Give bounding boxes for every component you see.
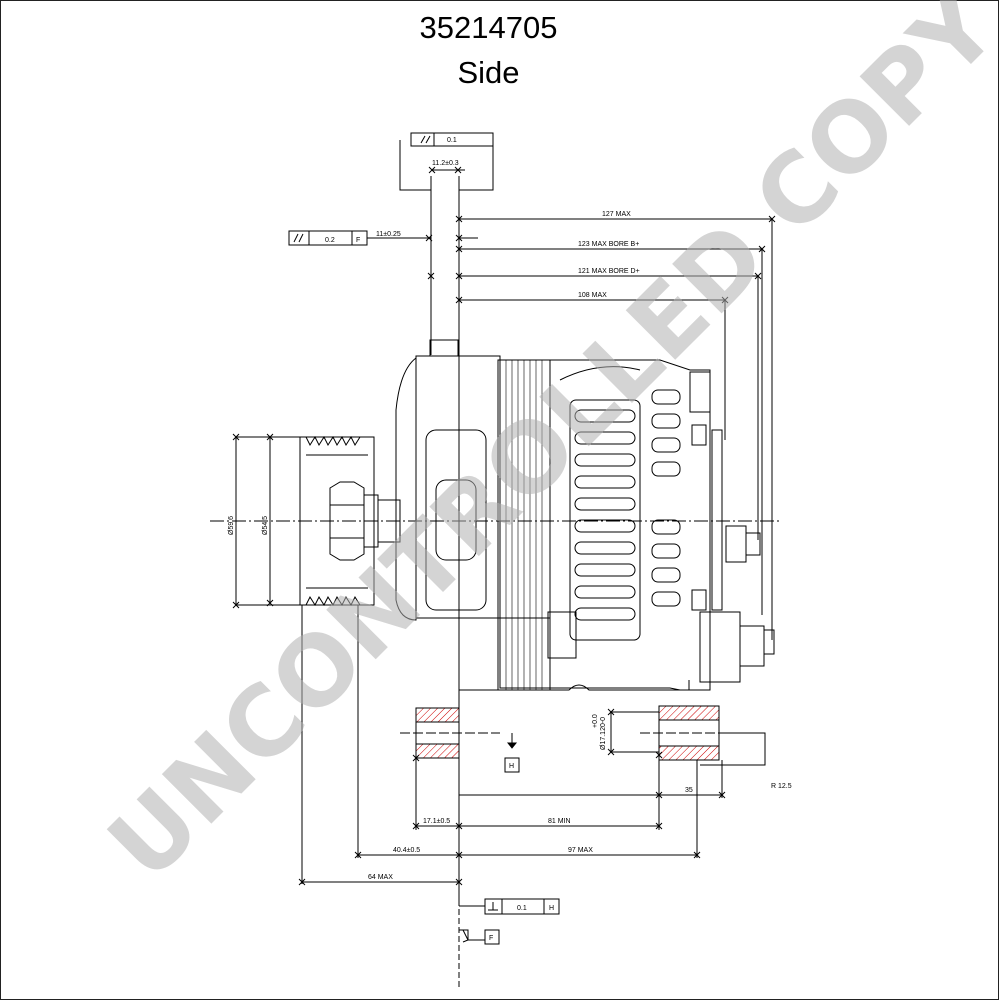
stator-lamination — [505, 360, 543, 690]
dim-dia-outer: Ø59.6 — [228, 516, 235, 535]
tolerance-frame-top — [399, 132, 494, 191]
tol-bottom-datum: H — [549, 905, 554, 912]
datum-h-label: H — [509, 763, 514, 770]
dim-radius: R 12.5 — [771, 783, 792, 790]
dim-11-markers — [425, 234, 478, 242]
watermark: UNCONTROLLED COPY — [87, 0, 999, 901]
dim-40-4: 40.4±0.5 — [393, 847, 420, 854]
tol-top-value: 0.1 — [447, 137, 457, 144]
reference-lines — [430, 176, 460, 990]
dim-17-1: 17.1±0.5 — [423, 818, 450, 825]
pulley-diameters — [232, 433, 300, 609]
dim-11-2: 11.2±0.3 — [432, 160, 459, 167]
dim-127: 127 MAX — [602, 211, 631, 218]
dim-dia-inner: Ø54.5 — [262, 516, 269, 535]
length-dimensions-top — [427, 215, 776, 640]
dim-64: 64 MAX — [368, 874, 393, 881]
dim-11-2-arrows — [428, 166, 465, 174]
dim-121: 121 MAX BORE D+ — [578, 268, 640, 275]
mounting-bore-left — [400, 707, 500, 762]
tolerance-frame-bottom — [459, 898, 560, 945]
tolerance-frame-left — [288, 230, 431, 246]
datum-f-label: F — [489, 935, 493, 942]
dim-11: 11±0.25 — [376, 231, 401, 238]
dim-108: 108 MAX — [578, 292, 607, 299]
dim-bore-dia: Ø17.120-0 — [600, 717, 607, 750]
length-dimensions-bottom — [298, 605, 726, 886]
view-title: Side — [457, 55, 520, 90]
datum-h-marker — [504, 733, 520, 773]
cooling-fins — [574, 389, 681, 621]
mounting-bore-right — [607, 705, 766, 766]
dim-bore-tol: +0.0 — [592, 714, 599, 728]
dim-35: 35 — [685, 787, 693, 794]
tol-left-value: 0.2 — [325, 237, 335, 244]
tol-left-datum: F — [356, 237, 360, 244]
pulley — [299, 435, 401, 607]
dim-97: 97 MAX — [568, 847, 593, 854]
tol-bottom-value: 0.1 — [517, 905, 527, 912]
dim-81: 81 MIN — [548, 818, 571, 825]
alternator-body — [395, 339, 775, 691]
dim-123: 123 MAX BORE B+ — [578, 241, 639, 248]
part-number-title: 35214705 — [419, 10, 558, 45]
